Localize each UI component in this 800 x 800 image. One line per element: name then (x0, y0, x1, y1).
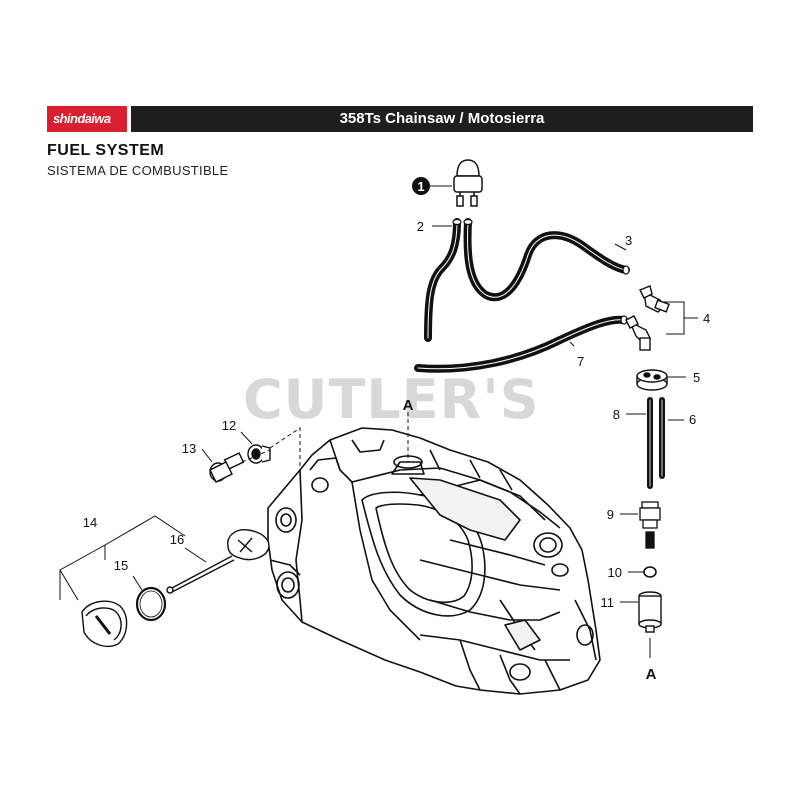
watermark: CUTLER'S (243, 368, 540, 431)
fuel-filter-part (638, 591, 662, 633)
small-o-ring (643, 566, 657, 578)
callout-13: 13 (182, 441, 196, 456)
callout-9: 9 (607, 507, 614, 522)
assembly-dashed-lines (241, 412, 409, 470)
callout-1: 1 (417, 179, 424, 194)
vent-valve-part (247, 444, 271, 464)
header-bar: shindaiwa 358Ts Chainsaw / Motosierra (47, 106, 753, 132)
title-bar: 358Ts Chainsaw / Motosierra (131, 106, 753, 132)
callout-14: 14 (83, 515, 97, 530)
section-subtitle: SISTEMA DE COMBUSTIBLE (47, 163, 229, 178)
fuel-hose-7 (414, 315, 628, 373)
leader-lines (59, 185, 698, 658)
callout-12: 12 (222, 418, 236, 433)
callout-1-circle (412, 177, 430, 195)
fuel-lines-6-8 (647, 397, 665, 489)
cap-o-ring (135, 586, 167, 622)
ref-a-top: A (403, 397, 414, 414)
callout-6: 6 (689, 412, 696, 427)
ref-a-bottom: A (646, 666, 657, 683)
cap-o-ring-inner (139, 590, 163, 618)
callout-10: 10 (608, 565, 622, 580)
brand-logo: shindaiwa (47, 106, 127, 132)
crankcase-housing (267, 427, 601, 695)
callout-11: 11 (601, 595, 615, 610)
callout-16: 16 (170, 532, 184, 547)
callout-7: 7 (577, 354, 584, 369)
callout-2: 2 (417, 219, 424, 234)
callout-5: 5 (693, 370, 700, 385)
page-title: 358Ts Chainsaw / Motosierra (339, 110, 545, 127)
callout-3: 3 (625, 233, 632, 248)
fuel-hose-2 (424, 218, 462, 342)
elbow-fittings (625, 285, 670, 351)
fuel-cap-part (81, 600, 128, 648)
fuel-tether-part (166, 529, 270, 594)
bolt-part (209, 452, 245, 483)
callout-4: 4 (703, 311, 710, 326)
grommet-part (636, 369, 668, 391)
fuel-hose-3 (463, 218, 630, 302)
primer-bulb-part (453, 159, 483, 207)
connector-part (639, 501, 661, 549)
callout-15: 15 (114, 558, 128, 573)
callout-8: 8 (613, 407, 620, 422)
brand-name: shindaiwa (53, 111, 111, 126)
section-title: FUEL SYSTEM (47, 142, 165, 159)
